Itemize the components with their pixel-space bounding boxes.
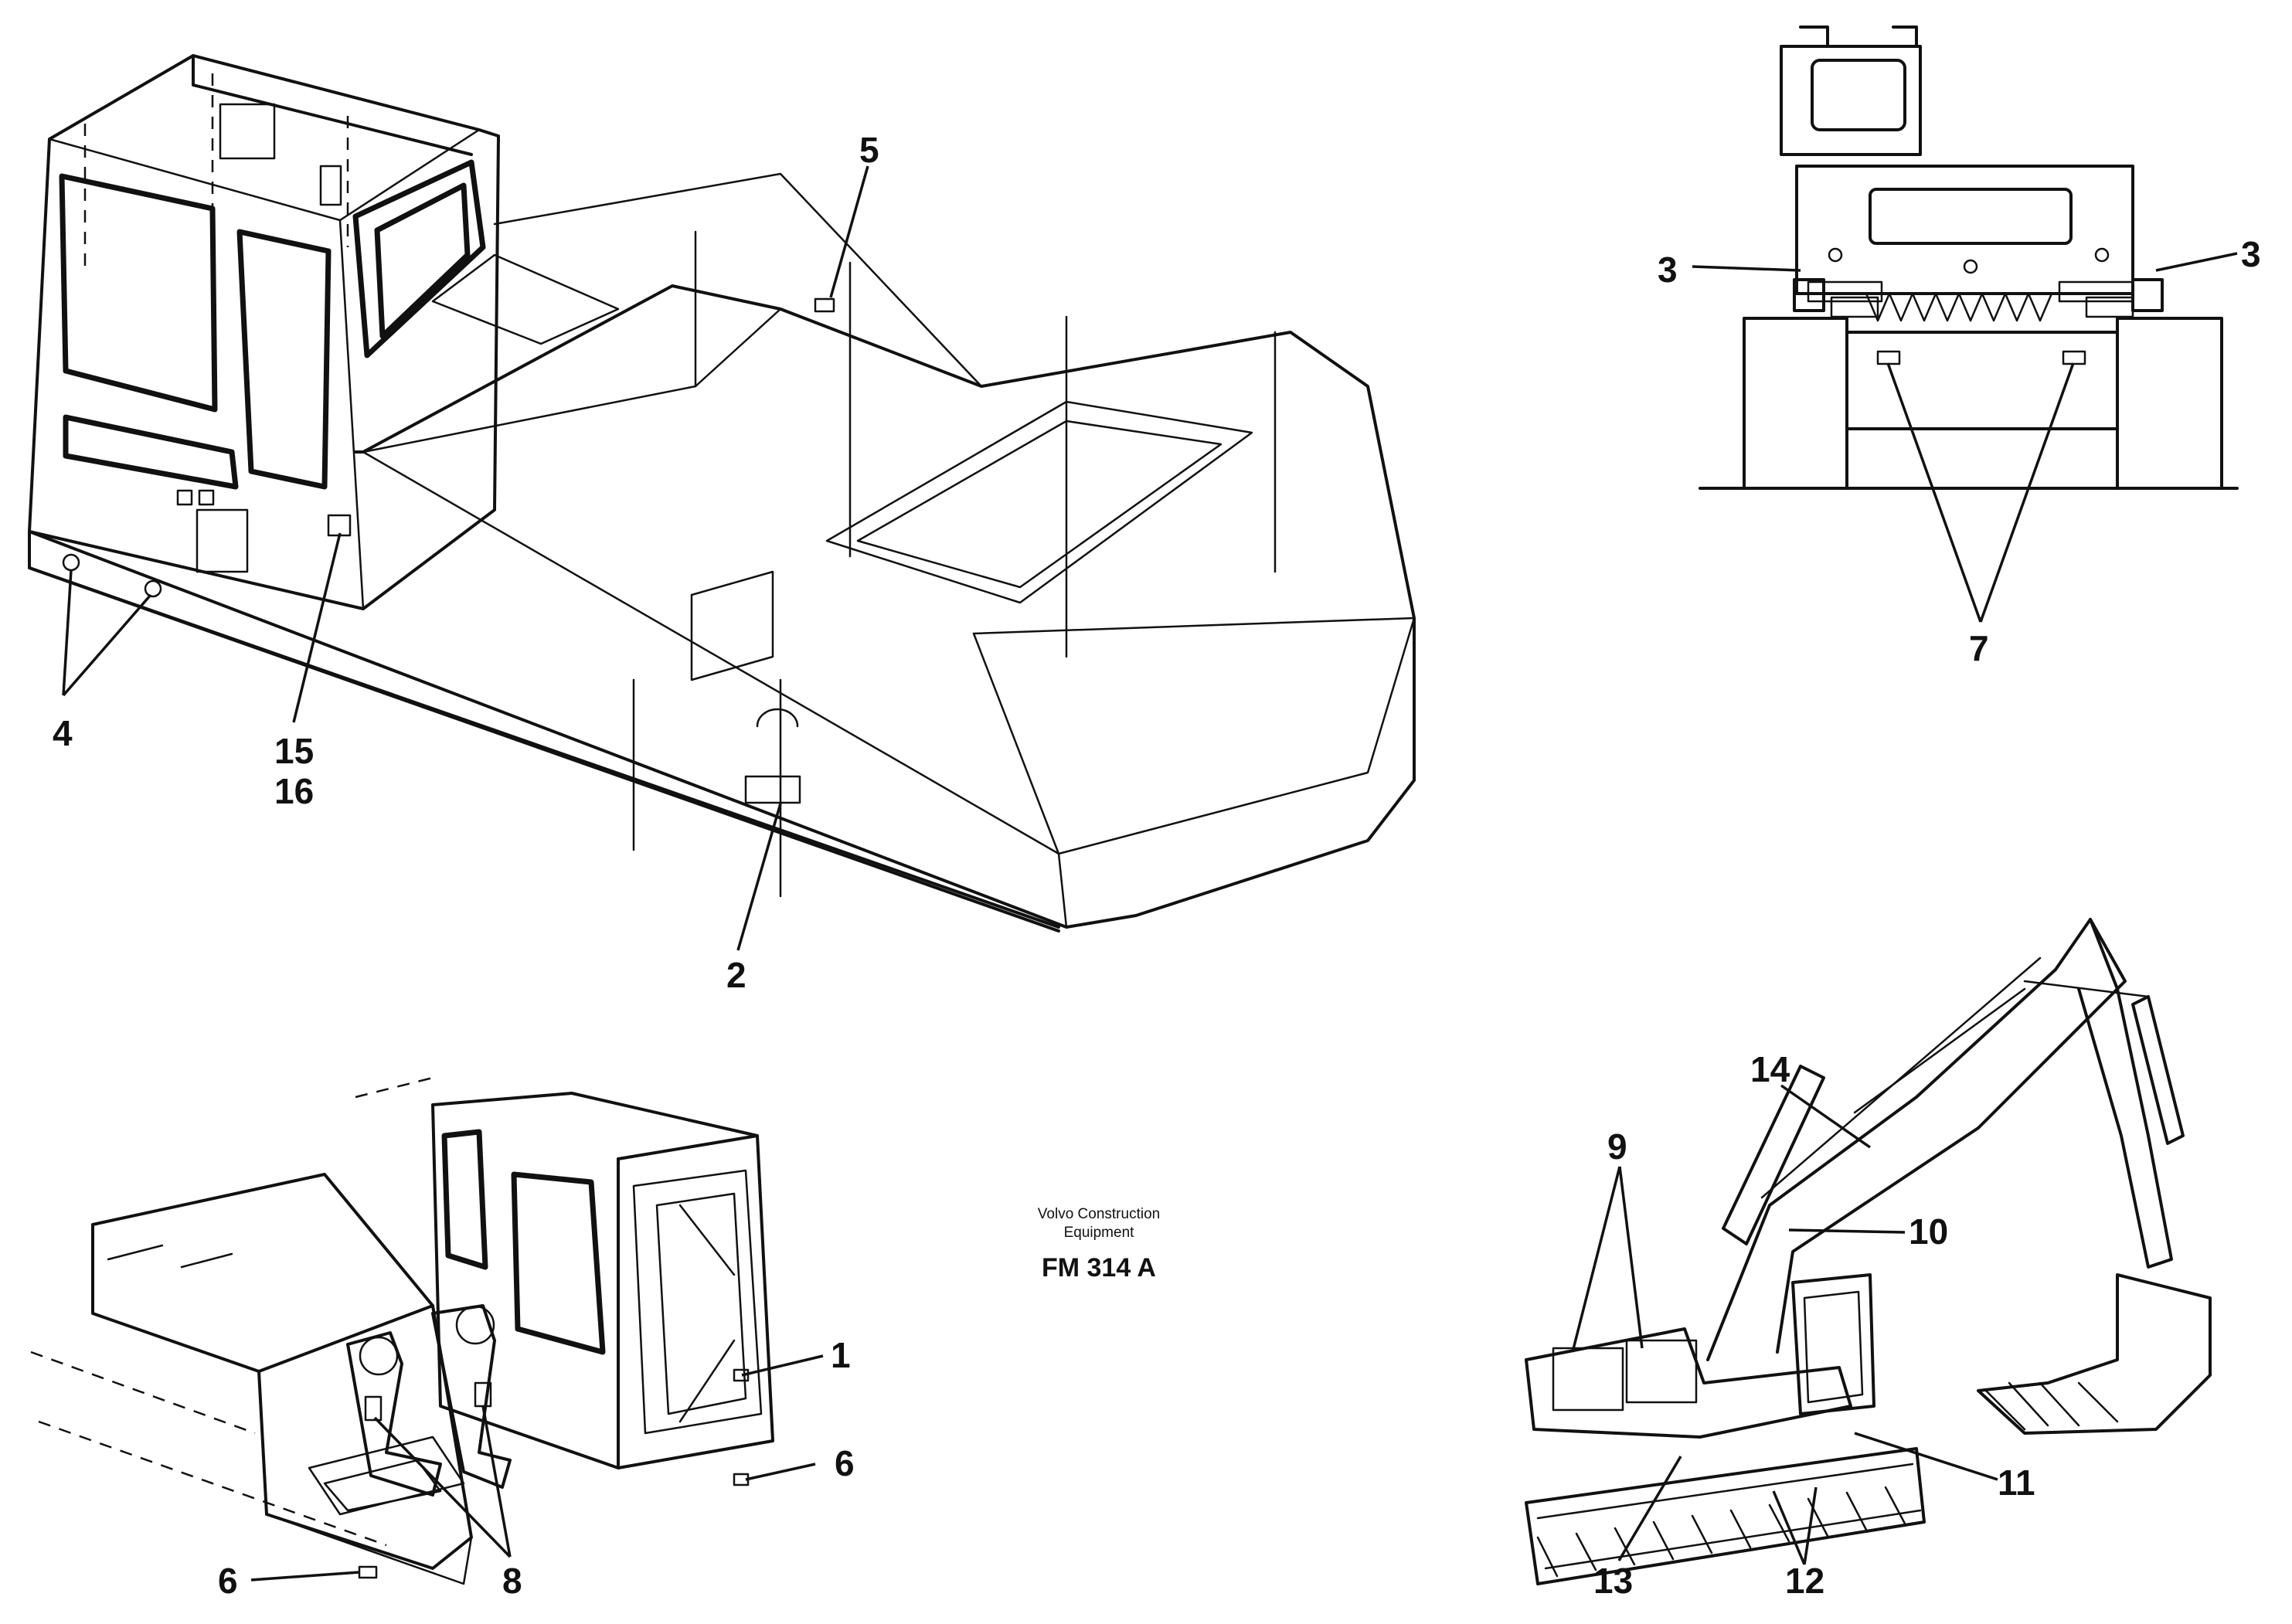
callout-5: 5 <box>859 130 879 170</box>
callout-14: 14 <box>1750 1049 1790 1089</box>
leader-5 <box>829 165 869 298</box>
callout-6-left: 6 <box>218 1561 238 1601</box>
callout-13: 13 <box>1593 1561 1633 1601</box>
rear-view <box>1699 25 2239 490</box>
upperstructure-view <box>28 54 1416 933</box>
leader-12b <box>1803 1486 1818 1565</box>
callout-4: 4 <box>53 713 73 753</box>
callout-3-left: 3 <box>1658 250 1678 290</box>
callout-10: 10 <box>1909 1211 1948 1252</box>
rear-view-leaders <box>1692 252 2238 623</box>
callout-7: 7 <box>1969 628 1989 668</box>
callout-12: 12 <box>1785 1561 1824 1601</box>
callout-15: 15 <box>274 731 314 771</box>
leader-1 <box>741 1354 824 1377</box>
leader-13 <box>1617 1456 1682 1561</box>
leader-6-left <box>250 1571 360 1582</box>
publisher-credit: Volvo Construction Equipment FM 314 A <box>1038 1206 1160 1283</box>
credit-line-1: Volvo Construction <box>1038 1206 1160 1222</box>
cab-hood-leaders <box>250 1354 824 1582</box>
leader-15 <box>292 532 342 723</box>
leader-4b <box>62 593 152 697</box>
callout-1: 1 <box>831 1335 851 1375</box>
leader-7a <box>1886 362 1982 623</box>
callout-2: 2 <box>726 955 746 995</box>
callout-11: 11 <box>1998 1463 2035 1503</box>
leader-9a <box>1571 1166 1621 1353</box>
leader-8a <box>373 1416 512 1558</box>
leader-10 <box>1788 1228 1906 1234</box>
leader-11 <box>1854 1432 1998 1481</box>
leader-6-right <box>745 1463 816 1481</box>
callout-6-right: 6 <box>835 1443 855 1483</box>
callout-16: 16 <box>274 771 314 811</box>
leader-8b <box>481 1405 512 1558</box>
leader-7b <box>1979 362 2075 623</box>
upperstructure-leaders <box>62 165 869 951</box>
callout-8: 8 <box>502 1561 522 1601</box>
credit-line-2: Equipment <box>1064 1225 1135 1241</box>
cab-hood-view <box>30 1076 774 1585</box>
callout-3-right: 3 <box>2241 234 2261 274</box>
leader-3-left <box>1692 265 1801 272</box>
leader-12a <box>1772 1490 1806 1565</box>
excavator-leaders <box>1571 1084 1998 1565</box>
excavator-view <box>1525 918 2212 1585</box>
leader-4a <box>62 569 73 696</box>
figure-code: FM 314 A <box>1042 1253 1156 1283</box>
leader-3-right <box>2155 252 2238 272</box>
leader-9b <box>1618 1166 1644 1349</box>
callout-labels: 5 4 15 16 2 3 3 7 1 6 6 8 14 9 10 11 13 … <box>53 130 2261 1601</box>
leader-2 <box>736 803 782 951</box>
callout-9: 9 <box>1607 1126 1627 1167</box>
leader-14 <box>1780 1084 1871 1149</box>
